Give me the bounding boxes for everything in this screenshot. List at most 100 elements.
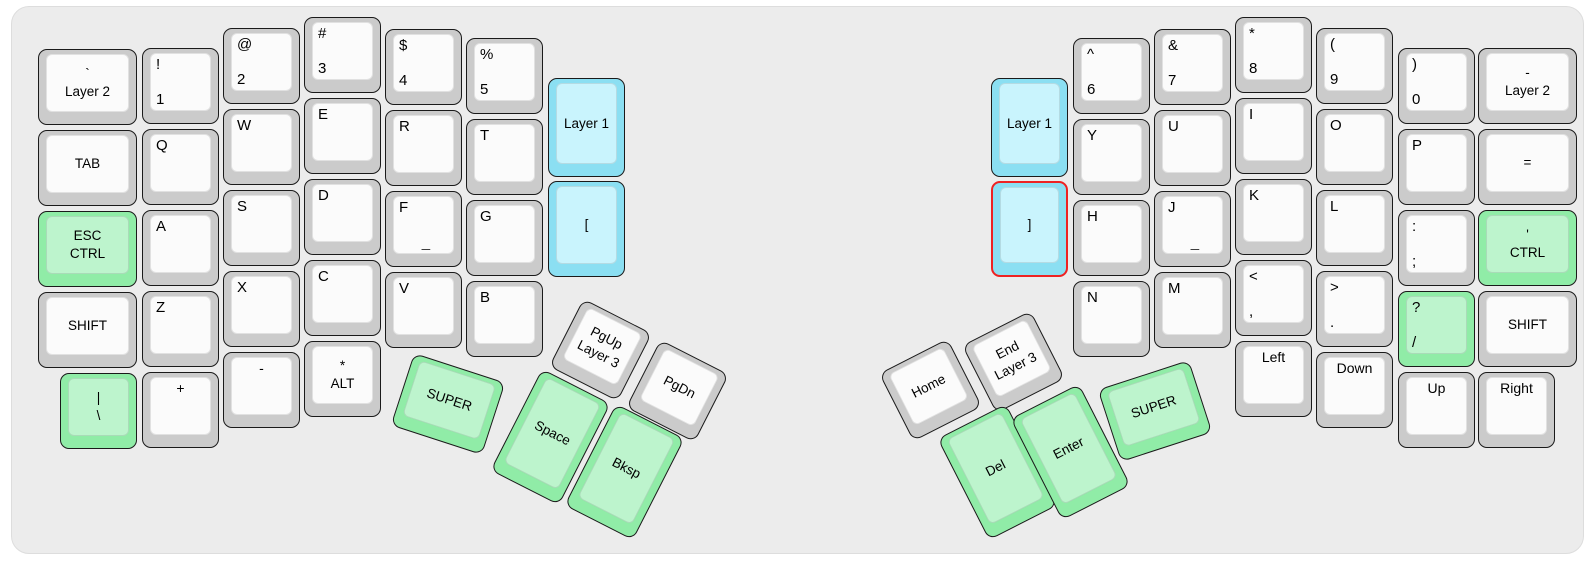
key-y[interactable]: Y <box>1073 119 1150 195</box>
keycap-top: J_ <box>1162 196 1223 254</box>
key-legend: Enter <box>1050 434 1087 463</box>
key-t[interactable]: T <box>466 119 543 195</box>
key-layer1-right[interactable]: Layer 1 <box>991 78 1068 177</box>
keycap-top: L <box>1324 195 1385 253</box>
keycap-top: >. <box>1324 276 1385 334</box>
key-legend: + <box>176 380 185 396</box>
key-quote-ctrl[interactable]: 'CTRL <box>1478 210 1577 286</box>
key-right[interactable]: Right <box>1478 372 1555 448</box>
keycap-top: (9 <box>1324 33 1385 91</box>
key-at-2[interactable]: @2 <box>223 28 300 104</box>
key-legend: ) <box>1412 56 1417 73</box>
key-tab[interactable]: TAB <box>38 130 137 206</box>
key-m[interactable]: M <box>1154 272 1231 348</box>
key-legend: C <box>318 268 329 285</box>
key-z[interactable]: Z <box>142 291 219 367</box>
keycap-top: $4 <box>393 34 454 92</box>
key-l[interactable]: L <box>1316 190 1393 266</box>
key-c[interactable]: C <box>304 260 381 336</box>
keycap-top: Z <box>150 296 211 354</box>
key-equals[interactable]: = <box>1478 129 1577 205</box>
keycap-top: = <box>1486 134 1569 192</box>
key-amp-7[interactable]: &7 <box>1154 29 1231 105</box>
key-star-8[interactable]: *8 <box>1235 17 1312 93</box>
key-grave-layer2[interactable]: `Layer 2 <box>38 49 137 125</box>
key-x[interactable]: X <box>223 271 300 347</box>
key-q[interactable]: Q <box>142 129 219 205</box>
key-legend: S <box>237 198 248 215</box>
key-j[interactable]: J_ <box>1154 191 1231 267</box>
key-excl-1[interactable]: !1 <box>142 48 219 124</box>
key-layer1-left[interactable]: Layer 1 <box>548 78 625 177</box>
keycap-top: E <box>312 103 373 161</box>
key-pipe-backslash[interactable]: |\ <box>60 373 137 449</box>
key-v[interactable]: V <box>385 272 462 348</box>
key-colon-semicolon[interactable]: :; <box>1398 210 1475 286</box>
key-shift-right[interactable]: SHIFT <box>1478 291 1577 367</box>
key-gt-period[interactable]: >. <box>1316 271 1393 347</box>
key-d[interactable]: D <box>304 179 381 255</box>
key-minus[interactable]: - <box>223 352 300 428</box>
key-left[interactable]: Left <box>1235 341 1312 417</box>
key-h[interactable]: H <box>1073 200 1150 276</box>
keycap-top: -Layer 2 <box>1486 53 1569 111</box>
keycap-top: )0 <box>1406 53 1467 111</box>
key-s[interactable]: S <box>223 190 300 266</box>
key-super-left[interactable]: SUPER <box>390 353 506 455</box>
keycap-top: Left <box>1243 346 1304 404</box>
key-down[interactable]: Down <box>1316 352 1393 428</box>
key-i[interactable]: I <box>1235 98 1312 174</box>
keycap-top: &7 <box>1162 34 1223 92</box>
key-shift-left[interactable]: SHIFT <box>38 292 137 368</box>
key-lparen-9[interactable]: (9 <box>1316 28 1393 104</box>
keycap-top: *ALT <box>312 346 373 404</box>
key-o[interactable]: O <box>1316 109 1393 185</box>
keycap-top: D <box>312 184 373 242</box>
keycap-top: SUPER <box>402 360 497 441</box>
key-hash-3[interactable]: #3 <box>304 17 381 93</box>
key-w[interactable]: W <box>223 109 300 185</box>
keycap-top: Up <box>1406 377 1467 435</box>
keycap-top: <, <box>1243 265 1304 323</box>
keycap-top: F_ <box>393 196 454 254</box>
key-legend: - <box>259 360 264 376</box>
keycap-top: O <box>1324 114 1385 172</box>
key-e[interactable]: E <box>304 98 381 174</box>
key-p[interactable]: P <box>1398 129 1475 205</box>
key-n[interactable]: N <box>1073 281 1150 357</box>
key-legend: 0 <box>1412 90 1421 108</box>
key-rparen-0[interactable]: )0 <box>1398 48 1475 124</box>
key-plus[interactable]: + <box>142 372 219 448</box>
key-f[interactable]: F_ <box>385 191 462 267</box>
key-minus-layer2[interactable]: -Layer 2 <box>1478 48 1577 124</box>
key-dollar-4[interactable]: $4 <box>385 29 462 105</box>
key-star-alt[interactable]: *ALT <box>304 341 381 417</box>
key-lt-comma[interactable]: <, <box>1235 260 1312 336</box>
key-legend: SHIFT <box>68 318 107 334</box>
key-rbracket[interactable]: ] <box>991 181 1068 277</box>
key-k[interactable]: K <box>1235 179 1312 255</box>
key-r[interactable]: R <box>385 110 462 186</box>
key-legend: M <box>1168 280 1181 297</box>
key-legend: R <box>399 118 410 135</box>
keycap-top: |\ <box>68 378 129 436</box>
key-up[interactable]: Up <box>1398 372 1475 448</box>
key-legend: K <box>1249 187 1260 204</box>
key-legend: V <box>399 280 410 297</box>
key-legend: = <box>1523 155 1532 171</box>
key-percent-5[interactable]: %5 <box>466 38 543 114</box>
key-super-right[interactable]: SUPER <box>1097 360 1213 462</box>
key-legend: Layer 2 <box>1504 83 1551 98</box>
key-u[interactable]: U <box>1154 110 1231 186</box>
key-g[interactable]: G <box>466 200 543 276</box>
key-b[interactable]: B <box>466 281 543 357</box>
key-a[interactable]: A <box>142 210 219 286</box>
key-legend: Right <box>1500 380 1533 396</box>
key-lbracket[interactable]: [ <box>548 181 625 277</box>
key-question-slash[interactable]: ?/ <box>1398 291 1475 367</box>
keycap-top: H <box>1081 205 1142 263</box>
key-caret-6[interactable]: ^6 <box>1073 38 1150 114</box>
key-legend: B <box>480 289 491 306</box>
keycap-top: V <box>393 277 454 335</box>
